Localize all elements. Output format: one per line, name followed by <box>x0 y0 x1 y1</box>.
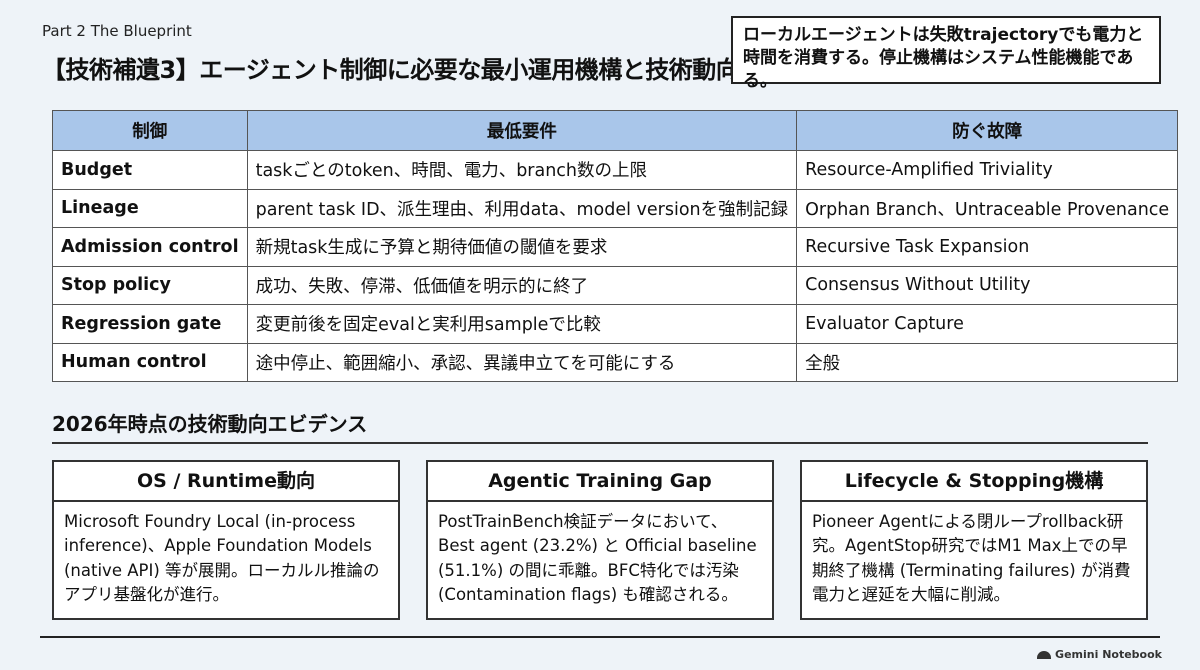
table-cell-control: Budget <box>52 150 248 190</box>
column-header-requirement: 最低要件 <box>246 110 798 151</box>
table-cell-failure: Consensus Without Utility <box>796 265 1179 305</box>
evidence-card-runtime: OS / Runtime動向 Microsoft Foundry Local (… <box>52 460 400 620</box>
table-cell-failure: Recursive Task Expansion <box>796 227 1179 267</box>
table-row: Admission control 新規task生成に予算と期待価値の閾値を要求… <box>52 227 1179 267</box>
table-cell-failure: Orphan Branch、Untraceable Provenance <box>796 188 1179 228</box>
table-cell-requirement: 変更前後を固定evalと実利用sampleで比較 <box>246 304 798 344</box>
table-cell-requirement: 途中停止、範囲縮小、承認、異議申立てを可能にする <box>246 342 798 382</box>
table-row: Lineage parent task ID、派生理由、利用data、model… <box>52 188 1179 228</box>
part-label: Part 2 The Blueprint <box>42 22 192 40</box>
section-divider <box>52 442 1148 444</box>
table-cell-control: Human control <box>52 342 248 382</box>
evidence-section-title: 2026年時点の技術動向エビデンス <box>52 412 368 436</box>
table-cell-requirement: 成功、失敗、停滞、低価値を明示的に終了 <box>246 265 798 305</box>
card-body: PostTrainBench検証データにおいて、Best agent (23.2… <box>438 512 757 605</box>
table-cell-failure: 全般 <box>796 342 1179 382</box>
brand-label: Gemini Notebook <box>1055 648 1162 661</box>
callout-box: ローカルエージェントは失敗trajectoryでも電力と時間を消費する。停止機構… <box>731 16 1161 91</box>
table-cell-control: Regression gate <box>52 304 248 344</box>
table-cell-requirement: taskごとのtoken、時間、電力、branch数の上限 <box>246 150 798 190</box>
card-body: Microsoft Foundry Local (in-process infe… <box>64 512 380 605</box>
card-title: Lifecycle & Stopping機構 <box>802 462 1146 502</box>
card-body: Pioneer Agentによる閉ループrollback研究。AgentStop… <box>812 512 1131 605</box>
table-row: Human control 途中停止、範囲縮小、承認、異議申立てを可能にする 全… <box>52 342 1179 382</box>
table-row: Budget taskごとのtoken、時間、電力、branch数の上限 Res… <box>52 150 1179 190</box>
table-cell-control: Admission control <box>52 227 248 267</box>
evidence-card-training-gap: Agentic Training Gap PostTrainBench検証データ… <box>426 460 774 620</box>
notebook-logo-icon <box>1037 650 1052 659</box>
card-title: Agentic Training Gap <box>428 462 772 502</box>
table-cell-requirement: 新規task生成に予算と期待価値の閾値を要求 <box>246 227 798 267</box>
brand-watermark: Gemini Notebook <box>1037 648 1162 661</box>
footer-divider <box>40 636 1160 638</box>
evidence-card-lifecycle: Lifecycle & Stopping機構 Pioneer Agentによる閉… <box>800 460 1148 620</box>
table-row: Stop policy 成功、失敗、停滞、低価値を明示的に終了 Consensu… <box>52 265 1179 305</box>
card-title: OS / Runtime動向 <box>54 462 398 502</box>
column-header-control: 制御 <box>52 110 248 151</box>
table-cell-failure: Resource-Amplified Triviality <box>796 150 1179 190</box>
table-cell-control: Stop policy <box>52 265 248 305</box>
table-cell-failure: Evaluator Capture <box>796 304 1179 344</box>
control-requirements-table: 制御 最低要件 防ぐ故障 Budget taskごとのtoken、時間、電力、b… <box>52 110 1179 382</box>
page-title: 【技術補遺3】エージェント制御に必要な最小運用機構と技術動向 <box>42 56 732 84</box>
table-cell-requirement: parent task ID、派生理由、利用data、model version… <box>246 188 798 228</box>
table-cell-control: Lineage <box>52 188 248 228</box>
column-header-failure: 防ぐ故障 <box>796 110 1179 151</box>
table-row: Regression gate 変更前後を固定evalと実利用sampleで比較… <box>52 304 1179 344</box>
table-header-row: 制御 最低要件 防ぐ故障 <box>52 110 1179 151</box>
